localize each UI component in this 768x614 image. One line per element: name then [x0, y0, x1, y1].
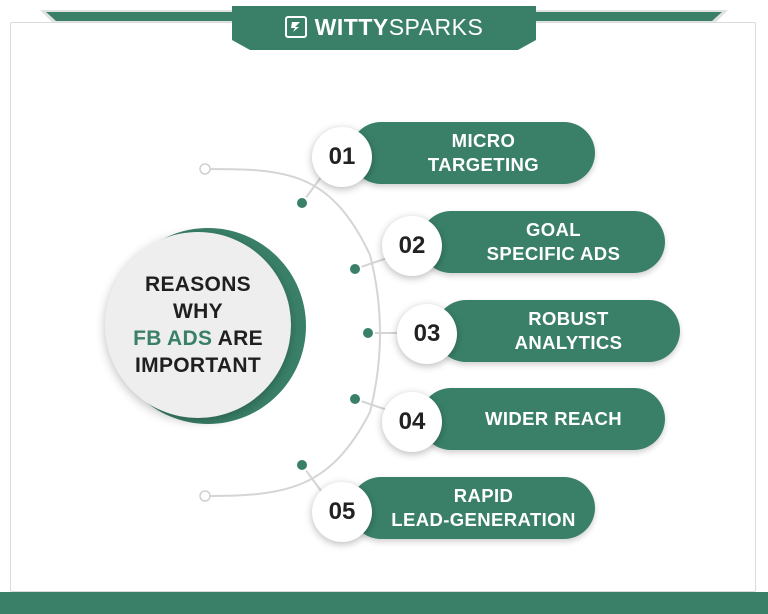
reason-05-line-1: RAPID — [453, 485, 514, 506]
hub-highlight: FB ADS — [133, 327, 213, 350]
top-banner — [40, 6, 728, 50]
brand-name-light: SPARKS — [388, 13, 484, 40]
brand-spark-icon — [284, 16, 307, 38]
reason-number-01: 01 — [312, 127, 372, 187]
reason-04-line-1: WIDER REACH — [485, 408, 622, 429]
reason-02-line-2: SPECIFIC ADS — [486, 243, 621, 264]
reason-number-04: 04 — [382, 392, 442, 452]
brand-logo: WITTYSPARKS — [284, 12, 484, 42]
reason-03-line-2: ANALYTICS — [514, 332, 623, 353]
reason-pill-01: MICRO TARGETING — [350, 122, 595, 184]
reason-number-03: 03 — [397, 304, 457, 364]
reason-05-line-2: LEAD-GENERATION — [391, 509, 576, 530]
reason-01-line-2: TARGETING — [427, 154, 540, 175]
reason-pill-02: GOAL SPECIFIC ADS — [420, 211, 665, 273]
reason-pill-03: ROBUST ANALYTICS — [435, 300, 680, 362]
reason-pill-04: WIDER REACH — [420, 388, 665, 450]
reason-01-line-1: MICRO — [451, 130, 516, 151]
reason-number-05: 05 — [312, 482, 372, 542]
brand-name-bold: WITTY — [314, 13, 389, 40]
hub-line-2: WHY — [173, 300, 223, 323]
bottom-bar — [0, 592, 768, 614]
brand-name: WITTYSPARKS — [314, 13, 484, 40]
hub-line-3-rest: ARE — [212, 327, 263, 350]
reason-03-line-1: ROBUST — [528, 308, 609, 329]
hub-circle: REASONS WHY FB ADS ARE IMPORTANT — [105, 232, 291, 418]
hub-line-4: IMPORTANT — [135, 354, 261, 377]
reason-pill-05: RAPID LEAD-GENERATION — [350, 477, 595, 539]
hub-line-3: FB ADS ARE — [133, 325, 263, 352]
hub-line-1: REASONS — [145, 273, 251, 296]
reason-number-02: 02 — [382, 216, 442, 276]
reason-02-line-1: GOAL — [525, 219, 582, 240]
